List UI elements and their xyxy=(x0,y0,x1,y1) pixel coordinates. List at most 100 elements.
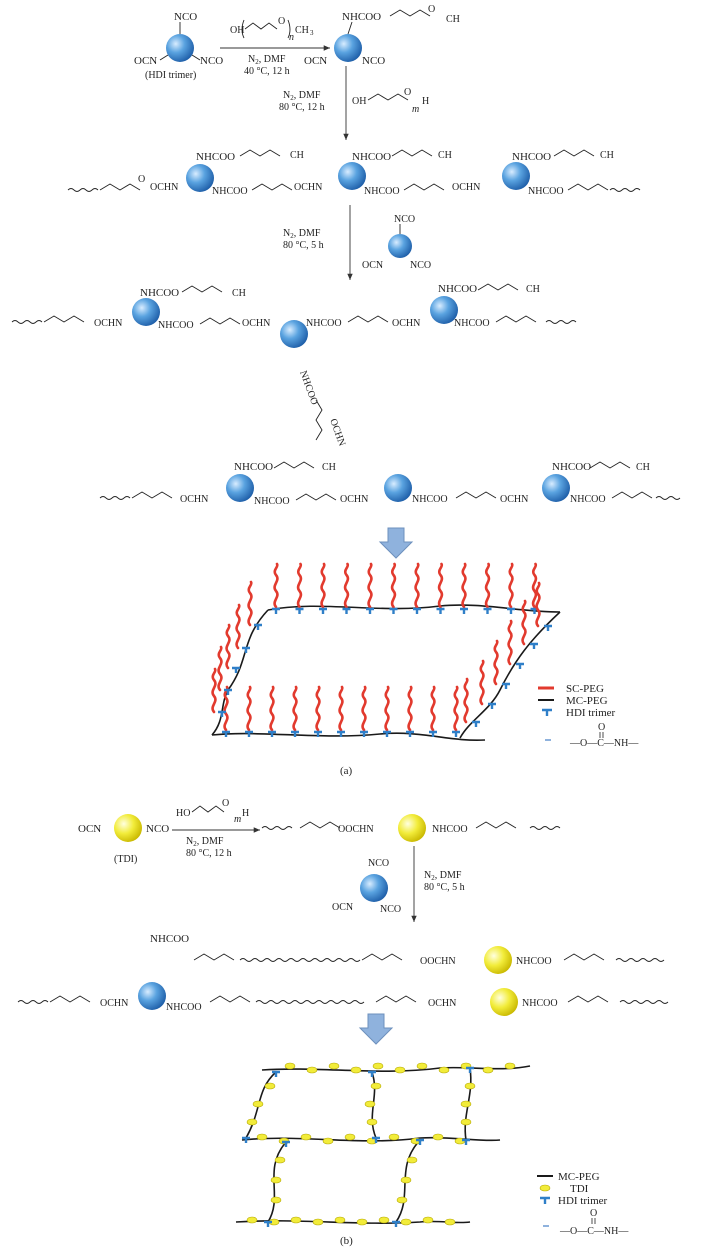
legend-sc-peg-label: SC-PEG xyxy=(566,683,604,695)
hdi-linker-icon xyxy=(291,730,299,737)
nhcoo-label: NHCOO xyxy=(552,461,591,473)
tdi-unit-icon xyxy=(270,1196,282,1204)
nhcoo-label: NHCOO xyxy=(516,956,552,967)
ochn-label: OCHN xyxy=(150,182,178,193)
nco-label: NCO xyxy=(394,214,415,225)
nhcoo-label: NHCOO xyxy=(150,933,189,945)
hdi-linker-icon xyxy=(460,607,468,614)
hdi-linker-icon xyxy=(452,730,460,737)
tdi-sphere xyxy=(114,814,142,842)
hdi-linker-icon xyxy=(295,607,304,614)
ochn-label: OCHN xyxy=(392,318,420,329)
tdi-unit-icon xyxy=(284,1062,296,1070)
hdi-linker-icon xyxy=(502,682,510,689)
nco-label: NCO xyxy=(200,55,223,67)
tdi-hdi-network xyxy=(235,1062,531,1227)
tdi-unit-icon xyxy=(482,1066,494,1074)
tdi-unit-icon xyxy=(444,1218,456,1226)
mpeg-reagent: OH O n CH 3 xyxy=(230,16,314,43)
svg-text:N2, DMF: N2, DMF xyxy=(283,90,321,102)
hdi-linker-icon xyxy=(314,730,322,737)
hdi-linker-icon xyxy=(462,1138,470,1145)
hdi-linker-icon xyxy=(483,607,492,614)
sc-peg-side-chain xyxy=(521,599,527,646)
hdi-trimer-name: (HDI trimer) xyxy=(145,70,196,81)
hdi-trimer-swatch xyxy=(540,1196,550,1204)
hdi-trimer-reactant: NCO OCN NCO xyxy=(332,858,401,915)
carbonyl-o-label: O xyxy=(598,722,605,733)
ocn-label: OCN xyxy=(332,902,353,913)
hdi-linker-icon xyxy=(366,607,374,614)
sc-peg-side-chain xyxy=(292,685,298,732)
tdi-unit-icon xyxy=(464,1082,476,1090)
legend-a: SC-PEG MC-PEG HDI trimer O —O—C—NH— xyxy=(538,683,639,749)
nhcoo-label: NHCOO xyxy=(140,287,179,299)
tdi-unit-icon xyxy=(394,1066,406,1074)
hdi-linker-icon xyxy=(436,607,445,614)
tdi-unit-icon xyxy=(460,1118,472,1126)
svg-text:N2, DMF: N2, DMF xyxy=(283,228,321,240)
repeat-m-label: m xyxy=(234,814,241,825)
legend-mc-peg-label: MC-PEG xyxy=(566,695,608,707)
conditions-temp-time: 80 °C, 5 h xyxy=(283,240,324,251)
tdi-sphere xyxy=(490,988,518,1016)
hdi-linker-icon xyxy=(530,642,538,649)
ocn-label: OCN xyxy=(362,260,383,271)
sc-peg-side-chain xyxy=(507,619,513,666)
tdi-unit-icon xyxy=(322,1137,334,1145)
ho-label: HO xyxy=(176,808,190,819)
ochn-label: OCHN xyxy=(340,494,368,505)
mc-peg-chain-left xyxy=(211,609,269,736)
hdi-linker-icon xyxy=(466,1066,474,1073)
ch3-label: CH xyxy=(636,462,650,473)
sc-peg-side-chain xyxy=(384,685,390,732)
nhcoo-label: NHCOO xyxy=(528,186,564,197)
sc-peg-side-chain xyxy=(453,685,459,732)
tdi-unit-icon xyxy=(300,1133,312,1141)
sc-peg-side-chain xyxy=(296,562,303,609)
tdi-unit-icon xyxy=(460,1100,472,1108)
hdi-trimer-sphere xyxy=(186,164,214,192)
sc-peg-side-chain xyxy=(531,562,538,609)
tdi-unit-icon xyxy=(328,1062,340,1070)
hdi-linker-icon xyxy=(264,1220,272,1227)
ch3-label: CH xyxy=(446,14,460,25)
hdi-linker-icon xyxy=(342,607,351,614)
hdi-linker-icon xyxy=(272,607,280,614)
oochn-label: OOCHN xyxy=(420,956,456,967)
hdi-trimer-sphere xyxy=(430,296,458,324)
hdi-trimer-sphere xyxy=(338,162,366,190)
ochn-label: OCHN xyxy=(242,318,270,329)
oxygen-label: O xyxy=(404,87,411,98)
ochn-label: OCHN xyxy=(327,417,347,447)
nhcoo-label: NHCOO xyxy=(364,186,400,197)
ochn-label: OCHN xyxy=(500,494,528,505)
sc-peg-side-chain xyxy=(361,685,367,732)
sc-peg-side-chain xyxy=(430,685,436,732)
crosslinked-chain-top: OCHN NHCOO CH NHCOO OCHN NHCOO OCHN NHCO… xyxy=(11,283,577,348)
conditions-step-3: N2, DMF 80 °C, 5 h xyxy=(283,228,324,251)
ochn-label: OCHN xyxy=(428,998,456,1009)
nhcoo-label: NHCOO xyxy=(412,494,448,505)
conditions-step-2: N2, DMF 80 °C, 12 h xyxy=(279,90,325,113)
tdi-unit-icon xyxy=(306,1066,318,1074)
tdi-unit-icon xyxy=(246,1216,258,1224)
nco-label: NCO xyxy=(362,55,385,67)
urethane-structure-label: —O—C—NH— xyxy=(559,1226,629,1237)
nhcoo-label: NHCOO xyxy=(158,320,194,331)
nhcoo-label: NHCOO xyxy=(352,151,391,163)
tdi-sphere xyxy=(398,814,426,842)
tdi-unit-icon xyxy=(388,1133,400,1141)
hdi-trimer-sphere xyxy=(226,474,254,502)
crosslink-bridge: NHCOO OCHN xyxy=(297,369,347,447)
tdi-unit-icon xyxy=(396,1196,408,1204)
ch3-label: CH xyxy=(438,150,452,161)
sc-peg-side-chain xyxy=(246,685,252,732)
hdi-linker-icon xyxy=(272,1070,280,1077)
nhcoo-label: NHCOO xyxy=(454,318,490,329)
caption-a: (a) xyxy=(340,765,353,777)
hdi-trimer-sphere xyxy=(280,320,308,348)
tdi-unit-icon xyxy=(290,1216,302,1224)
tdi-unit-icon xyxy=(400,1176,412,1184)
